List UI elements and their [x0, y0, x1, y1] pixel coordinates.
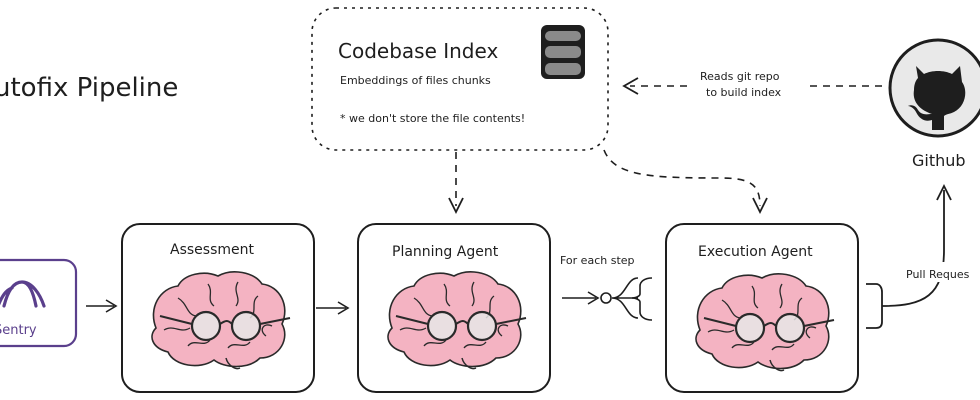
assessment-label: Assessment [170, 242, 254, 258]
sentry-logo [0, 258, 78, 348]
for-each-step-connector [562, 277, 653, 321]
codebase-index-subtitle: Embeddings of files chunks [340, 74, 491, 87]
assessment-to-planning-arrow [316, 301, 350, 315]
planning-agent-box [357, 223, 551, 393]
pull-request-arrow [866, 183, 980, 329]
index-to-planning-arrow [448, 152, 464, 215]
reads-repo-label-line2: to build index [706, 86, 782, 99]
for-each-step-label: For each step [560, 254, 635, 267]
execution-agent-box [665, 223, 859, 393]
codebase-index-title: Codebase Index [338, 39, 498, 63]
sentry-label: Sentry [0, 323, 37, 338]
github-label: Github [912, 151, 966, 170]
brain-icon [386, 270, 528, 370]
database-icon [541, 25, 585, 79]
planning-agent-label: Planning Agent [392, 244, 499, 260]
reads-repo-arrow [622, 64, 882, 104]
pull-request-label: Pull Reques [906, 268, 970, 281]
github-logo [888, 38, 980, 138]
sentry-to-assessment-arrow [86, 299, 118, 313]
index-to-execution-arrow [603, 149, 768, 215]
codebase-index-box: Codebase Index Embeddings of files chunk… [311, 7, 609, 151]
page-title: utofix Pipeline [0, 73, 178, 103]
assessment-box [121, 223, 315, 393]
reads-repo-label-line1: Reads git repo [700, 70, 780, 83]
execution-agent-label: Execution Agent [698, 244, 813, 260]
brain-icon [150, 270, 292, 370]
codebase-index-note: * we don't store the file contents! [340, 112, 525, 125]
brain-icon [694, 272, 836, 372]
